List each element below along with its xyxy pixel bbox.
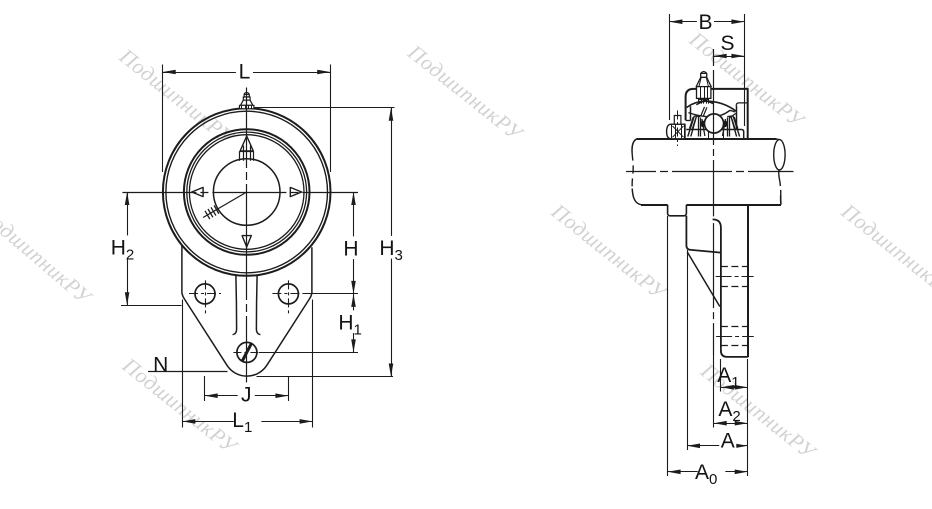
svg-text:S: S [720, 32, 734, 55]
svg-text:H: H [343, 238, 358, 261]
svg-text:L: L [239, 61, 251, 84]
svg-text:B: B [698, 11, 712, 34]
svg-text:A: A [721, 430, 735, 453]
svg-text:J: J [241, 384, 252, 407]
svg-text:N: N [153, 354, 168, 377]
